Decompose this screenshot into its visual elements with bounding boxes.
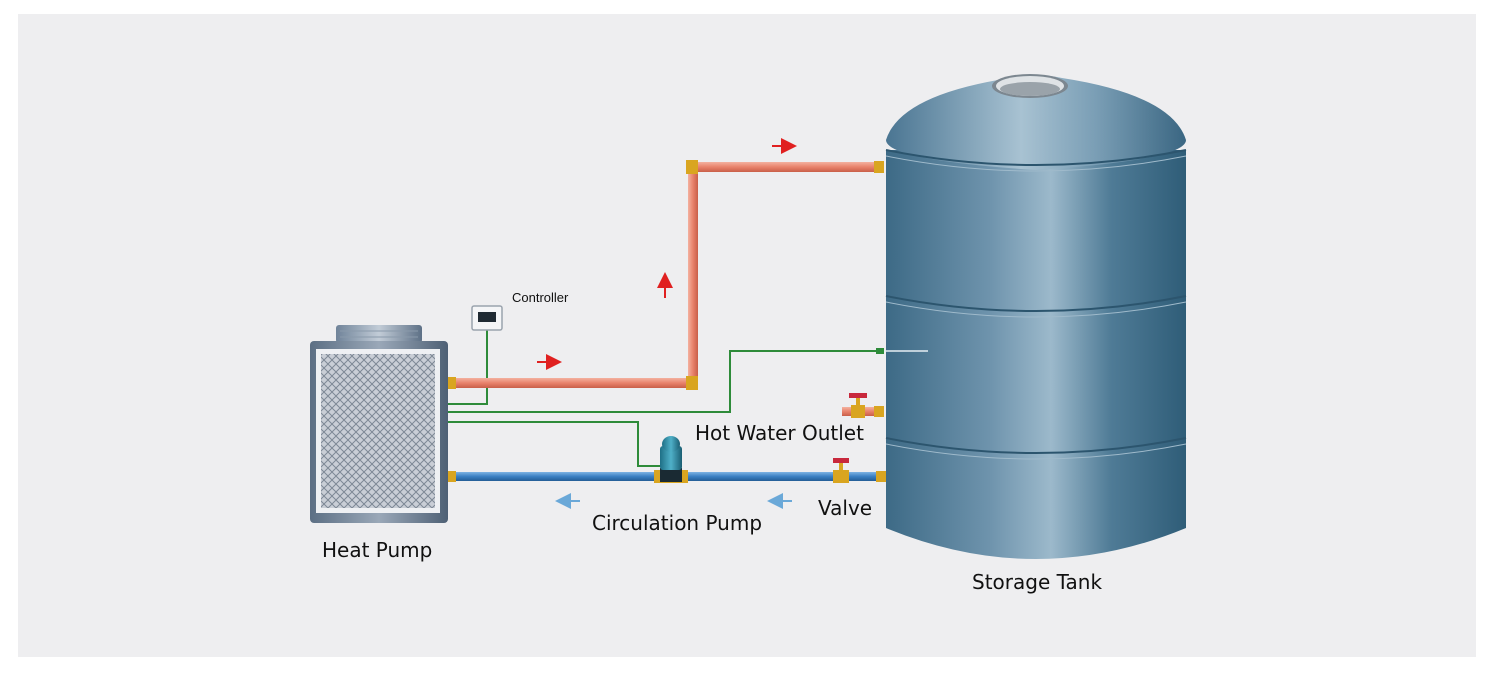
controller-panel-icon xyxy=(471,305,503,331)
storage-tank-icon xyxy=(876,74,1187,559)
controller-wire xyxy=(447,330,488,405)
valve-label: Valve xyxy=(818,496,873,520)
pipe-fitting xyxy=(448,377,456,389)
hot-water-outlet-pipe xyxy=(842,393,884,418)
hot-supply-pipe xyxy=(448,160,884,390)
elbow-fitting xyxy=(686,160,698,174)
heat-pump-unit-icon xyxy=(310,325,448,523)
pump-wire xyxy=(447,421,660,467)
tank-sensor-wire xyxy=(447,350,880,413)
pipe-fitting xyxy=(874,161,884,173)
circulation-pump-label: Circulation Pump xyxy=(592,511,763,535)
pipe-fitting xyxy=(876,471,886,482)
flow-arrows xyxy=(537,138,797,509)
circulation-pump-icon xyxy=(654,436,688,483)
heat-pump-label: Heat Pump xyxy=(322,538,433,562)
signal-wires xyxy=(447,330,880,467)
elbow-fitting xyxy=(686,376,698,390)
valve-icon xyxy=(833,458,849,472)
controller-label: Controller xyxy=(512,290,569,305)
pipe-fitting xyxy=(448,471,456,482)
valve-body xyxy=(833,470,849,483)
storage-tank-label: Storage Tank xyxy=(972,570,1103,594)
hot-water-outlet-label: Hot Water Outlet xyxy=(695,421,864,445)
diagram-panel xyxy=(18,14,1476,657)
